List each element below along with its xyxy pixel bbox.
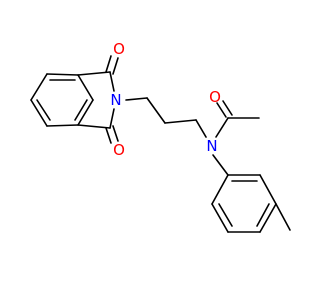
bond xyxy=(77,124,111,129)
bond xyxy=(211,174,229,205)
bond xyxy=(46,124,79,127)
bond xyxy=(275,203,291,231)
bonds xyxy=(30,55,291,233)
oxygen-atom-label: O xyxy=(113,40,125,58)
bond xyxy=(46,73,79,76)
bond xyxy=(212,154,229,176)
bond xyxy=(30,99,48,127)
bond xyxy=(36,99,51,121)
bond xyxy=(195,119,207,138)
bond xyxy=(112,57,119,75)
nitrogen-atom-label: N xyxy=(110,91,121,109)
bond xyxy=(218,203,233,227)
bond xyxy=(105,127,112,144)
oxygen-atom-label: O xyxy=(113,141,125,159)
bond xyxy=(109,71,115,92)
bond xyxy=(109,108,115,129)
bond xyxy=(105,55,112,73)
bond xyxy=(222,100,233,116)
bond xyxy=(77,74,94,101)
atom-labels: O O N O N xyxy=(110,40,221,159)
chemical-structure: O O N O N xyxy=(30,40,291,233)
bond xyxy=(77,71,111,76)
bond xyxy=(74,99,88,121)
nitrogen-atom-label: N xyxy=(206,137,217,155)
oxygen-atom-label: O xyxy=(209,88,221,106)
bond xyxy=(30,73,48,101)
bond xyxy=(216,102,227,118)
bond xyxy=(146,97,166,124)
bond xyxy=(112,125,119,142)
bond xyxy=(164,119,197,124)
bond xyxy=(259,174,277,205)
bond xyxy=(256,203,270,227)
bond xyxy=(259,203,277,233)
bond xyxy=(77,99,94,126)
bond xyxy=(211,203,229,233)
bond xyxy=(125,97,148,101)
bond xyxy=(215,117,229,138)
